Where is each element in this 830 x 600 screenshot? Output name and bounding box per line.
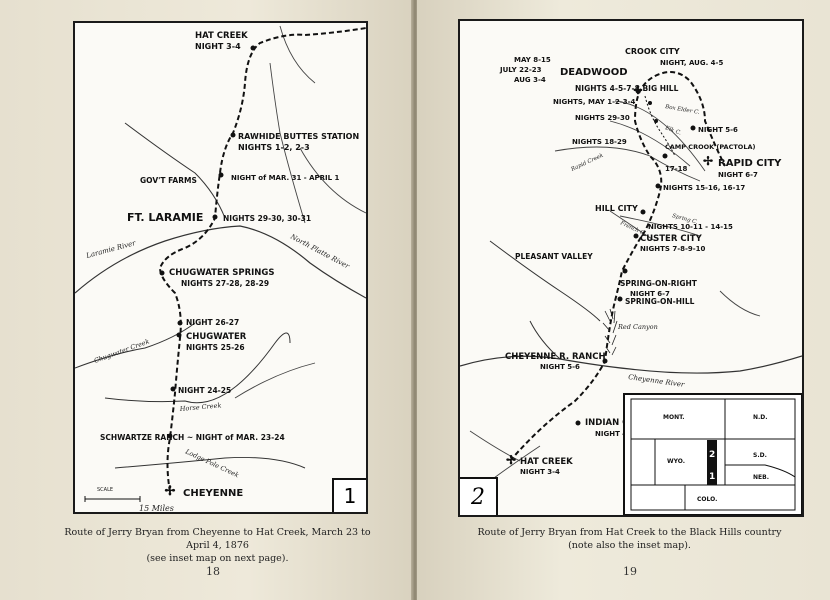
label-chugwater-springs-nights: NIGHTS 27-28, 28-29 <box>181 279 269 288</box>
left-caption-line2: (see inset map on next page). <box>146 553 289 564</box>
label-deadwood-dates1: MAY 8-15 <box>514 56 551 64</box>
book-gutter <box>411 0 419 600</box>
label-cheyenne-ranch-night: NIGHT 5-6 <box>540 363 580 371</box>
river-cheyenne: Cheyenne River <box>628 373 686 389</box>
label-big-hill: NIGHTS 4-5-7-8 BIG HILL <box>575 84 679 93</box>
right-caption-line2: (note also the inset map). <box>568 540 691 551</box>
label-rapid-city: RAPID CITY <box>718 158 782 169</box>
river-french-c: French C. <box>618 220 646 238</box>
label-rawhide: RAWHIDE BUTTES STATION <box>238 132 359 141</box>
label-nights-29-30: NIGHTS 29-30 <box>575 114 630 122</box>
label-nights-may: NIGHTS, MAY 1-2-3-4 <box>553 98 636 106</box>
label-schwartze: SCHWARTZE RANCH ~ NIGHT of MAR. 23-24 <box>100 433 285 442</box>
inset-wyo: WYO. <box>667 458 685 465</box>
left-caption: Route of Jerry Bryan from Cheyenne to Ha… <box>60 526 375 565</box>
river-chugwater-creek: Chugwater Creek <box>93 337 151 364</box>
label-camp-crook-night: 17-18 <box>665 165 688 173</box>
label-spring-on-right: SPRING-ON-RIGHT <box>620 279 698 288</box>
label-ft-laramie: FT. LARAMIE <box>127 211 203 224</box>
map-2: ✢ ✢ ✢ MAY 8-15 JULY 22-23 AUG 3-4 DEADWO… <box>458 19 804 517</box>
label-spring-on-hill: SPRING-ON-HILL <box>625 297 695 306</box>
label-nights-10-11: NIGHTS 10-11 - 14-15 <box>648 223 733 231</box>
right-caption-line1: Route of Jerry Bryan from Hat Creek to t… <box>477 527 782 538</box>
map-2-number: 2 <box>471 484 485 510</box>
label-custer-city: CUSTER CITY <box>640 234 703 244</box>
label-night-24-25: NIGHT 24-25 <box>178 386 231 395</box>
label-hat-creek-night: NIGHT 3-4 <box>195 42 241 51</box>
left-page-number: 18 <box>206 565 220 578</box>
label-cheyenne: CHEYENNE <box>183 488 243 499</box>
scale-label: SCALE <box>97 487 113 493</box>
map-1: ✢ HAT CREEK NIGHT 3-4 RAWHIDE BUTTES STA… <box>73 21 368 514</box>
label-rawhide-nights: NIGHTS 1-2, 2-3 <box>238 143 310 152</box>
label-govt-farms: GOV'T FARMS <box>140 176 197 185</box>
label-pleasant-valley: PLEASANT VALLEY <box>515 252 593 261</box>
label-night-mar31: NIGHT of MAR. 31 - APRIL 1 <box>231 174 340 182</box>
left-caption-line1: Route of Jerry Bryan from Cheyenne to Ha… <box>64 527 371 551</box>
svg-text:✢: ✢ <box>506 453 516 467</box>
inset-neb: NEB. <box>753 474 769 481</box>
label-red-canyon: Red Canyon <box>617 323 658 331</box>
svg-text:✢: ✢ <box>165 484 176 499</box>
label-hat-creek: HAT CREEK <box>195 31 248 41</box>
label-night-26-27: NIGHT 26-27 <box>186 318 239 327</box>
label-indian-creek-night: NIGHT 4-5 <box>595 430 635 438</box>
inset-nd: N.D. <box>753 414 768 421</box>
label-cheyenne-ranch: CHEYENNE R. RANCH <box>505 352 606 362</box>
inset-mont: MONT. <box>663 414 685 421</box>
river-rapid-creek: Rapid Creek <box>569 152 605 173</box>
river-box-elder: Box Elder C. <box>664 104 701 116</box>
right-caption: Route of Jerry Bryan from Hat Creek to t… <box>457 526 802 552</box>
label-rapid-city-night: NIGHT 6-7 <box>718 171 758 179</box>
svg-text:✢: ✢ <box>633 84 642 97</box>
left-page: ✢ HAT CREEK NIGHT 3-4 RAWHIDE BUTTES STA… <box>0 0 413 600</box>
label-indian-creek: INDIAN CREEK <box>585 418 654 428</box>
label-chugwater-springs: CHUGWATER SPRINGS <box>169 268 275 278</box>
label-nights-18-29: NIGHTS 18-29 <box>572 138 627 146</box>
label-hat-creek: HAT CREEK <box>520 457 573 467</box>
river-north-platte: North Platte River <box>288 232 351 270</box>
label-deadwood: DEADWOOD <box>560 67 628 78</box>
label-ft-laramie-nights: NIGHTS 29-30, 30-31 <box>223 214 311 223</box>
inset-sd: S.D. <box>753 452 767 459</box>
inset-marker-2: 2 <box>709 450 715 460</box>
label-camp-crook: CAMP CROOK (PACTOLA) <box>665 143 755 151</box>
label-night-5-6-top: NIGHT 5-6 <box>698 126 738 134</box>
label-deadwood-dates3: AUG 3-4 <box>514 76 546 84</box>
svg-text:✢: ✢ <box>703 154 713 168</box>
label-hat-creek-night: NIGHT 3-4 <box>520 468 560 476</box>
inset-marker-1: 1 <box>709 472 715 482</box>
label-night-6-7: NIGHT 6-7 <box>630 290 670 298</box>
river-laramie: Laramie River <box>84 239 136 260</box>
river-horse-creek: Horse Creek <box>178 401 221 413</box>
label-nights-15-16: NIGHTS 15-16, 16-17 <box>663 184 745 192</box>
map-1-number: 1 <box>343 484 357 508</box>
right-page: ✢ ✢ ✢ MAY 8-15 JULY 22-23 AUG 3-4 DEADWO… <box>417 0 830 600</box>
inset-colo: COLO. <box>697 496 717 503</box>
label-crook-city: CROOK CITY <box>625 47 680 56</box>
right-page-number: 19 <box>623 565 637 578</box>
label-chugwater: CHUGWATER <box>186 332 247 342</box>
river-lodge-pole: Lodge Pole Creek <box>183 447 240 479</box>
label-hill-city: HILL CITY <box>595 204 638 213</box>
inset-map: MONT. N.D. S.D. WYO. NEB. COLO. 2 1 <box>623 393 802 515</box>
scale-value: 15 Miles <box>139 504 174 512</box>
label-crook-city-night: NIGHT, AUG. 4-5 <box>660 59 723 67</box>
label-custer-nights: NIGHTS 7-8-9-10 <box>640 245 706 253</box>
river-elk: Elk C. <box>663 125 682 137</box>
label-deadwood-dates2: JULY 22-23 <box>499 66 542 74</box>
map-1-number-box: 1 <box>332 478 366 512</box>
map-2-number-box: 2 <box>460 477 498 515</box>
label-chugwater-nights: NIGHTS 25-26 <box>186 343 245 352</box>
